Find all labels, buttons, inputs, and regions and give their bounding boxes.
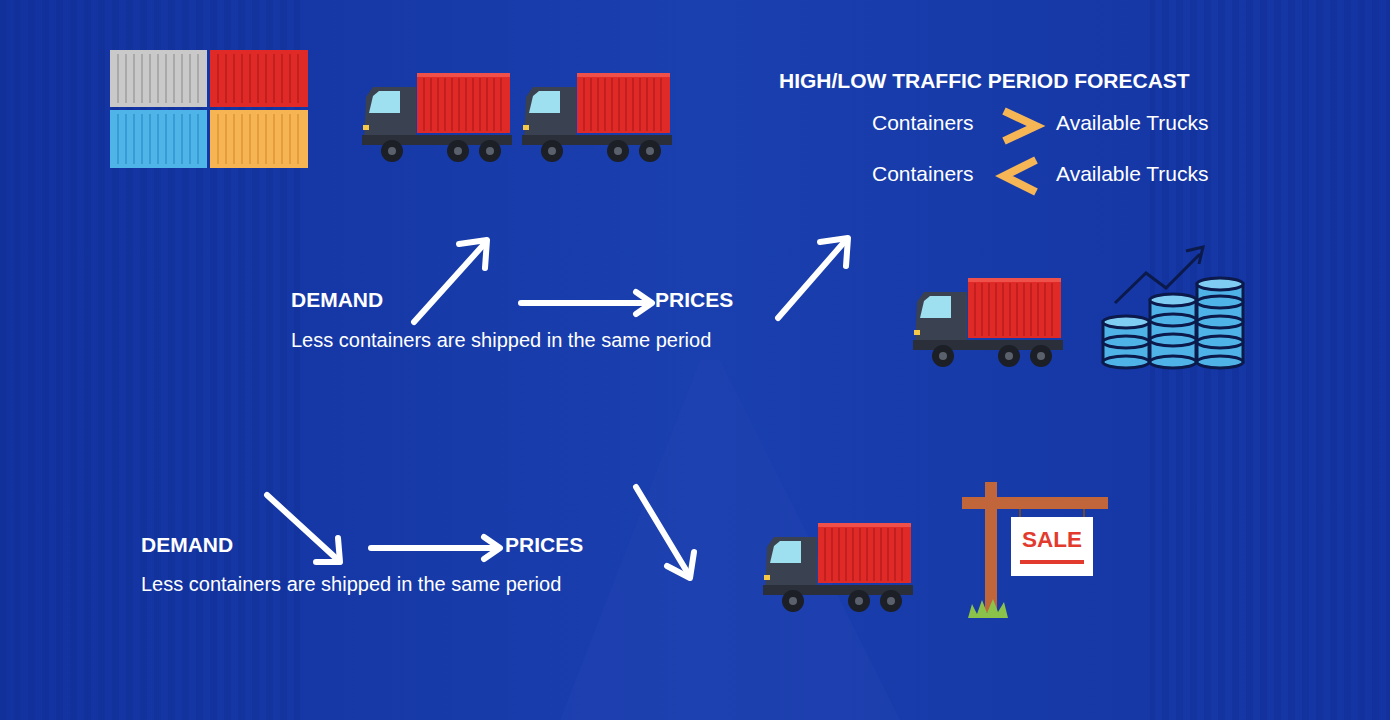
- background-containers: [1150, 0, 1390, 720]
- factor-label: PRICES: [505, 533, 583, 557]
- factor-label: DEMAND: [141, 533, 233, 557]
- up-arrow: [414, 240, 487, 322]
- comparison-label: Containers: [872, 111, 974, 135]
- sign-text: SALE: [1011, 527, 1093, 553]
- factor-label: DEMAND: [291, 288, 383, 312]
- comparison-label: Available Trucks: [1056, 162, 1209, 186]
- greater-than-symbol: [1004, 111, 1036, 141]
- comparison-label: Containers: [872, 162, 974, 186]
- forecast-title: HIGH/LOW TRAFFIC PERIOD FORECAST: [779, 69, 1190, 93]
- right-arrow: [371, 537, 500, 559]
- truck-icon: [763, 523, 913, 612]
- truck-icon: [522, 73, 672, 162]
- background-containers: [0, 0, 300, 720]
- down-arrow: [636, 487, 694, 578]
- truck-icon: [362, 73, 512, 162]
- less-than-symbol: [1004, 160, 1036, 192]
- down-arrow: [267, 495, 340, 562]
- sale-sign-icon: [962, 482, 1108, 618]
- comparison-label: Available Trucks: [1056, 111, 1209, 135]
- container-stack: [110, 50, 308, 168]
- note-text: Less containers are shipped in the same …: [291, 329, 711, 352]
- truck-icon: [913, 278, 1063, 367]
- rising-coins-icon: [1103, 247, 1243, 368]
- factor-label: PRICES: [655, 288, 733, 312]
- up-arrow: [778, 238, 848, 318]
- right-arrow: [521, 292, 652, 314]
- note-text: Less containers are shipped in the same …: [141, 573, 561, 596]
